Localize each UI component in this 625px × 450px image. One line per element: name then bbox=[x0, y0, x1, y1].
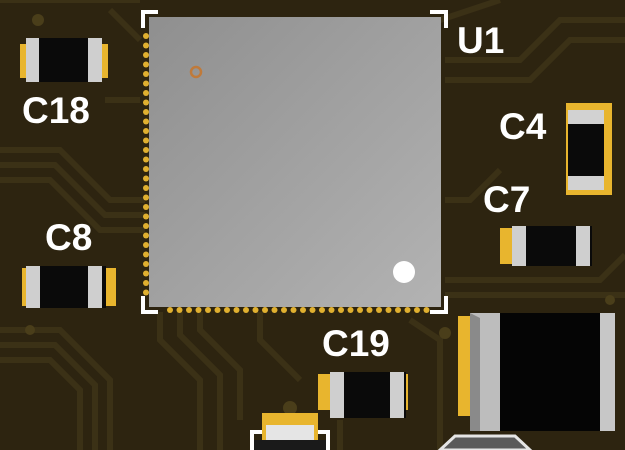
u1-pin bbox=[300, 307, 306, 313]
u1-pin bbox=[376, 307, 382, 313]
u1-pin bbox=[338, 307, 344, 313]
pin1-marker bbox=[189, 65, 203, 79]
u1-pin bbox=[186, 307, 192, 313]
u1-pin bbox=[281, 307, 287, 313]
bottom-component bbox=[250, 413, 330, 450]
u1-pin bbox=[143, 213, 149, 220]
u1-pin bbox=[143, 137, 149, 144]
label-c19: C19 bbox=[322, 323, 390, 364]
u1-pin bbox=[252, 307, 259, 313]
u1-pin bbox=[143, 242, 149, 248]
u1-pin bbox=[167, 307, 173, 313]
u1-pin bbox=[143, 61, 149, 68]
u1-pin bbox=[357, 307, 363, 313]
u1-pin bbox=[143, 270, 149, 277]
bottom-connector bbox=[437, 434, 533, 450]
u1-pin bbox=[347, 307, 354, 313]
u1-pin bbox=[143, 261, 149, 267]
u1-pin bbox=[143, 251, 149, 258]
u1-pin bbox=[404, 307, 411, 313]
u1-pin bbox=[143, 204, 149, 210]
u1-pin bbox=[143, 194, 149, 201]
label-c7: C7 bbox=[483, 179, 531, 220]
u1-pin bbox=[176, 307, 183, 313]
u1-pin bbox=[309, 307, 316, 313]
u1-pin bbox=[195, 307, 202, 313]
u1-ic: /*placeholder*/ bbox=[141, 10, 448, 314]
u1-pin bbox=[143, 166, 149, 172]
u1-pin bbox=[143, 33, 149, 39]
u1-pin bbox=[214, 307, 221, 313]
u1-pin bbox=[233, 307, 240, 313]
u1-pin bbox=[143, 52, 149, 58]
u1-pin bbox=[143, 109, 149, 115]
u1-pin bbox=[143, 185, 149, 191]
c18-capacitor bbox=[20, 38, 108, 82]
u1-pin bbox=[143, 223, 149, 229]
u1-pin bbox=[385, 307, 392, 313]
u1-pin bbox=[414, 307, 420, 313]
u1-pin bbox=[143, 175, 149, 182]
c8-capacitor bbox=[22, 266, 116, 308]
u1-pin bbox=[224, 307, 230, 313]
orientation-dot bbox=[393, 261, 415, 283]
u1-pin bbox=[143, 232, 149, 239]
u1-pin bbox=[143, 80, 149, 87]
u1-pin bbox=[290, 307, 297, 313]
u1-pin bbox=[143, 118, 149, 125]
label-c8: C8 bbox=[45, 217, 93, 258]
c19-capacitor bbox=[318, 372, 408, 418]
u1-pin bbox=[143, 156, 149, 163]
u1-pin bbox=[328, 307, 335, 313]
large-capacitor bbox=[458, 313, 615, 431]
u1-pin bbox=[143, 289, 149, 296]
u1-pin bbox=[366, 307, 373, 313]
u1-pin bbox=[143, 42, 149, 49]
u1-pin bbox=[143, 280, 149, 286]
u1-pin bbox=[271, 307, 278, 313]
label-u1: U1 bbox=[457, 20, 505, 61]
u1-pin bbox=[423, 307, 430, 313]
u1-pin bbox=[143, 71, 149, 77]
u1-pin bbox=[143, 128, 149, 134]
u1-pin bbox=[143, 147, 149, 153]
c7-capacitor bbox=[500, 226, 592, 266]
u1-pin bbox=[205, 307, 211, 313]
vias bbox=[25, 14, 615, 415]
c4-capacitor bbox=[566, 103, 612, 195]
u1-silkscreen-corners bbox=[141, 10, 448, 314]
u1-pin bbox=[395, 307, 401, 313]
u1-pin bbox=[262, 307, 268, 313]
label-c4: C4 bbox=[499, 106, 547, 147]
label-c18: C18 bbox=[22, 90, 90, 131]
u1-pin bbox=[319, 307, 325, 313]
u1-pin bbox=[143, 99, 149, 106]
u1-pin bbox=[143, 90, 149, 96]
u1-pins: /*placeholder*/ bbox=[143, 33, 430, 313]
u1-pin bbox=[243, 307, 249, 313]
